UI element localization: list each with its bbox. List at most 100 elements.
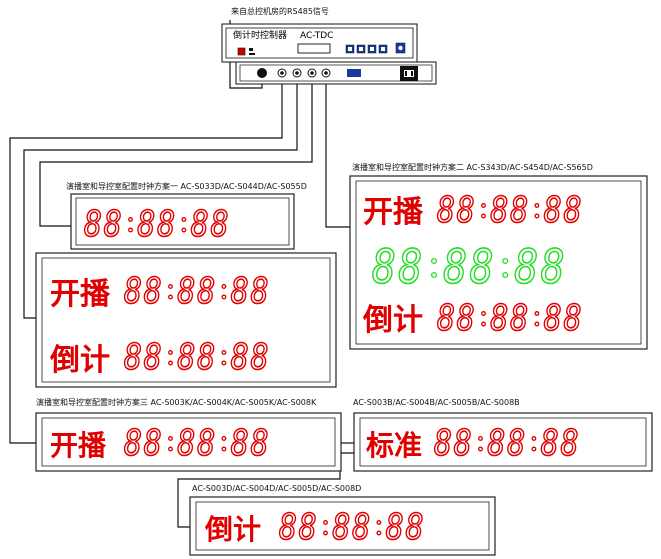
led-digit: 8 xyxy=(211,204,229,245)
scheme1-title: 演播室和导控室配置时钟方案一 AC-S033D/AC-S044D/AC-S055… xyxy=(66,181,307,191)
led-digit: 8 xyxy=(231,337,249,378)
rs485-tag xyxy=(347,69,361,77)
colon-dot xyxy=(534,321,540,327)
led-digit: 8 xyxy=(443,240,467,295)
led-digit: 8 xyxy=(251,423,269,464)
led-digit: 8 xyxy=(124,337,142,378)
led-digit: 8 xyxy=(332,507,350,548)
led-digit: 8 xyxy=(561,423,579,464)
led-digit: 8 xyxy=(510,298,528,339)
scheme2-title: 演播室和导控室配置时钟方案二 AC-S343D/AC-S454D/AC-S565… xyxy=(352,162,593,172)
wire-standard-countdown xyxy=(177,452,354,528)
colon-dot xyxy=(181,227,187,233)
led-digit: 8 xyxy=(104,204,122,245)
led-digit: 8 xyxy=(437,190,455,231)
led-digit: 8 xyxy=(177,337,195,378)
led-digit: 8 xyxy=(251,337,269,378)
standard-label: 标准 xyxy=(366,429,422,462)
led-digit: 8 xyxy=(437,298,455,339)
controller-front-panel: 倒计时控制器 AC-TDC xyxy=(221,23,418,63)
colon-dot xyxy=(168,284,173,289)
led-digit: 8 xyxy=(251,271,269,312)
colon-dot xyxy=(168,360,173,366)
led-digit: 8 xyxy=(144,423,162,464)
colon-dot xyxy=(221,436,227,441)
colon-dot xyxy=(502,257,509,265)
led-digit: 8 xyxy=(564,298,582,339)
colon-dot xyxy=(168,350,173,355)
led-digit: 8 xyxy=(137,204,155,245)
led-digit: 8 xyxy=(144,271,162,312)
led-digit: 8 xyxy=(487,423,505,464)
colon-dot xyxy=(128,227,133,233)
colon-dot xyxy=(481,213,486,219)
scheme1b-row1-label: 开播 xyxy=(50,277,111,312)
colon-dot xyxy=(323,520,328,525)
led-digit: 8 xyxy=(386,507,404,548)
controller-name: 倒计时控制器 xyxy=(233,29,287,41)
colon-dot xyxy=(168,446,173,452)
led-digit: 8 xyxy=(510,190,528,231)
standard-title: AC-S003B/AC-S004B/AC-S005B/AC-S008B xyxy=(353,398,520,407)
port-input-icon xyxy=(257,68,267,78)
led-digit: 8 xyxy=(398,240,422,295)
controller-back-panel xyxy=(235,61,437,85)
led-digit: 8 xyxy=(564,190,582,231)
colon-dot xyxy=(531,446,537,452)
led-digit: 8 xyxy=(197,271,215,312)
colon-dot xyxy=(481,311,486,316)
colon-dot xyxy=(376,530,382,536)
countdown-label: 倒计 xyxy=(204,513,261,546)
colon-dot xyxy=(531,436,537,441)
countdown-title: AC-S003D/AC-S004D/AC-S005D/AC-S008D xyxy=(192,484,361,493)
power-switch-icon xyxy=(237,47,246,56)
colon-dot xyxy=(430,257,438,265)
led-digit: 8 xyxy=(454,423,472,464)
led-digit: 8 xyxy=(544,190,562,231)
colon-dot xyxy=(534,213,540,219)
colon-dot xyxy=(221,446,227,452)
led-digit: 8 xyxy=(197,337,215,378)
controller-model: AC-TDC xyxy=(300,31,333,41)
led-digit: 8 xyxy=(231,423,249,464)
led-digit: 8 xyxy=(490,190,508,231)
wiring xyxy=(9,20,354,528)
led-digit: 8 xyxy=(470,240,494,295)
led-digit: 8 xyxy=(457,190,475,231)
colon-dot xyxy=(181,217,187,222)
led-digit: 8 xyxy=(279,507,297,548)
colon-dot xyxy=(221,360,227,366)
led-digit: 8 xyxy=(197,423,215,464)
scheme3-label: 开播 xyxy=(50,429,107,462)
led-digit: 8 xyxy=(352,507,370,548)
scheme3-title: 演播室和导控室配置时钟方案三 AC-S003K/AC-S004K/AC-S005… xyxy=(36,397,317,407)
led-digit: 8 xyxy=(507,423,525,464)
wire-port2 xyxy=(23,72,298,319)
colon-dot xyxy=(168,436,173,441)
colon-dot xyxy=(376,520,382,525)
wire-port3 xyxy=(39,72,313,227)
led-digit: 8 xyxy=(299,507,317,548)
led-digit: 8 xyxy=(231,271,249,312)
led-digit: 8 xyxy=(541,423,559,464)
indicator-icon xyxy=(249,48,253,51)
led-digit: 8 xyxy=(191,204,209,245)
led-digit: 8 xyxy=(544,298,562,339)
led-digit: 8 xyxy=(406,507,424,548)
led-digit: 8 xyxy=(177,423,195,464)
scheme2-row3-label: 倒计 xyxy=(362,303,423,338)
led-digit: 8 xyxy=(124,271,142,312)
